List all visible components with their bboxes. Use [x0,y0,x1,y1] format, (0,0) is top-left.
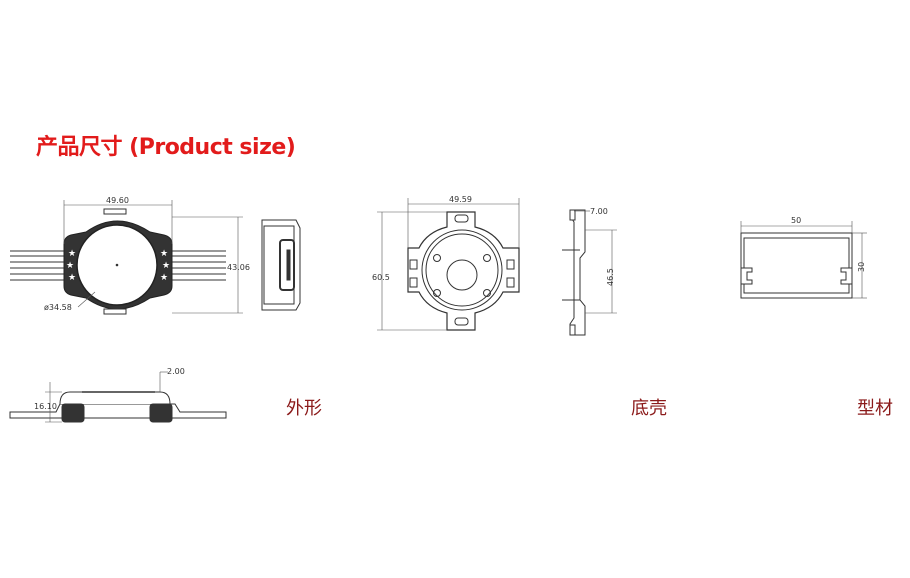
caption-appearance: 外形 [286,398,322,419]
caption-profile: 型材 [857,398,893,419]
module-profile-view: 16.10 2.00 [9,367,227,423]
base-shell-top-view: 49.59 60.5 [372,195,520,331]
module-tab-bottom [103,308,127,315]
caption-base-shell: 底壳 [631,398,667,419]
dimension-line [63,200,243,314]
dim-module-side-height: 16.10 [34,402,57,411]
base-shell-side-view: 7.00 46.5 [562,207,617,336]
dim-shell-height: 60.5 [372,273,390,282]
dim-module-height: 43.06 [227,263,250,272]
dim-profile-height: 30 [857,262,866,272]
page-title: 产品尺寸 (Product size) [36,135,296,160]
dim-shell-side-depth: 7.00 [590,207,608,216]
dim-shell-side-height: 46.5 [606,268,615,286]
dim-lip-thickness: 2.00 [167,367,185,376]
module-lens-center [115,263,119,267]
module-star: ★ [160,249,168,259]
module-star: ★ [160,273,168,283]
module-wires [10,250,226,281]
dim-lens-diameter: ø34.58 [44,303,72,312]
dim-profile-width: 50 [791,216,801,225]
module-star: ★ [162,261,170,271]
dim-module-width: 49.60 [106,196,129,205]
module-front-view: ★ ★ ★ ★ ★ ★ 49.60 43.06 ø34.58 [10,196,250,315]
dim-shell-width: 49.59 [449,195,472,204]
module-star: ★ [68,273,76,283]
profile-section-view: 50 30 [740,216,867,299]
module-tab-top [103,208,127,215]
module-side-view [261,219,301,311]
shell-center-hole [446,259,478,291]
module-star: ★ [66,261,74,271]
module-star: ★ [68,249,76,259]
